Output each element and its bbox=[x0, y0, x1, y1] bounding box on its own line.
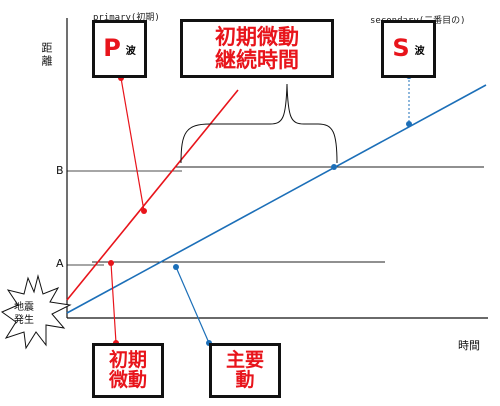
epicenter-label: 地震 発生 bbox=[14, 302, 34, 326]
duration-label: 初期微動 継続時間 bbox=[215, 25, 299, 72]
epicenter-burst bbox=[0, 274, 72, 350]
main-shock-label: 主要 動 bbox=[225, 348, 264, 391]
s-wave-suffix: 波 bbox=[414, 45, 425, 57]
initial-tremor-box: 初期 微動 bbox=[92, 343, 164, 398]
p-wave-letter: P bbox=[103, 34, 121, 63]
s-wave-letter: S bbox=[392, 34, 410, 63]
p-wave-box: P 波 bbox=[92, 20, 147, 78]
primary-note: primary(初期) bbox=[93, 13, 160, 23]
s-dot-mid bbox=[406, 121, 412, 127]
tick-label-a: A bbox=[56, 257, 64, 270]
main-shock-box: 主要 動 bbox=[209, 343, 281, 398]
s-wave-box: S 波 bbox=[381, 20, 436, 78]
main-shock-connector bbox=[175, 266, 210, 344]
duration-brace bbox=[180, 83, 338, 164]
y-axis-label: 距離 bbox=[40, 42, 53, 68]
tick-label-b: B bbox=[56, 164, 64, 177]
p-box-connector bbox=[120, 77, 145, 212]
x-axis-label: 時間 bbox=[458, 339, 480, 352]
p-wave-suffix: 波 bbox=[125, 45, 136, 57]
duration-box: 初期微動 継続時間 bbox=[180, 19, 334, 78]
initial-tremor-label: 初期 微動 bbox=[108, 348, 147, 391]
s-dot-b bbox=[331, 164, 337, 170]
p-wave-line bbox=[66, 89, 239, 301]
s-wave-line bbox=[66, 84, 487, 314]
initial-tremor-connector bbox=[110, 262, 117, 344]
